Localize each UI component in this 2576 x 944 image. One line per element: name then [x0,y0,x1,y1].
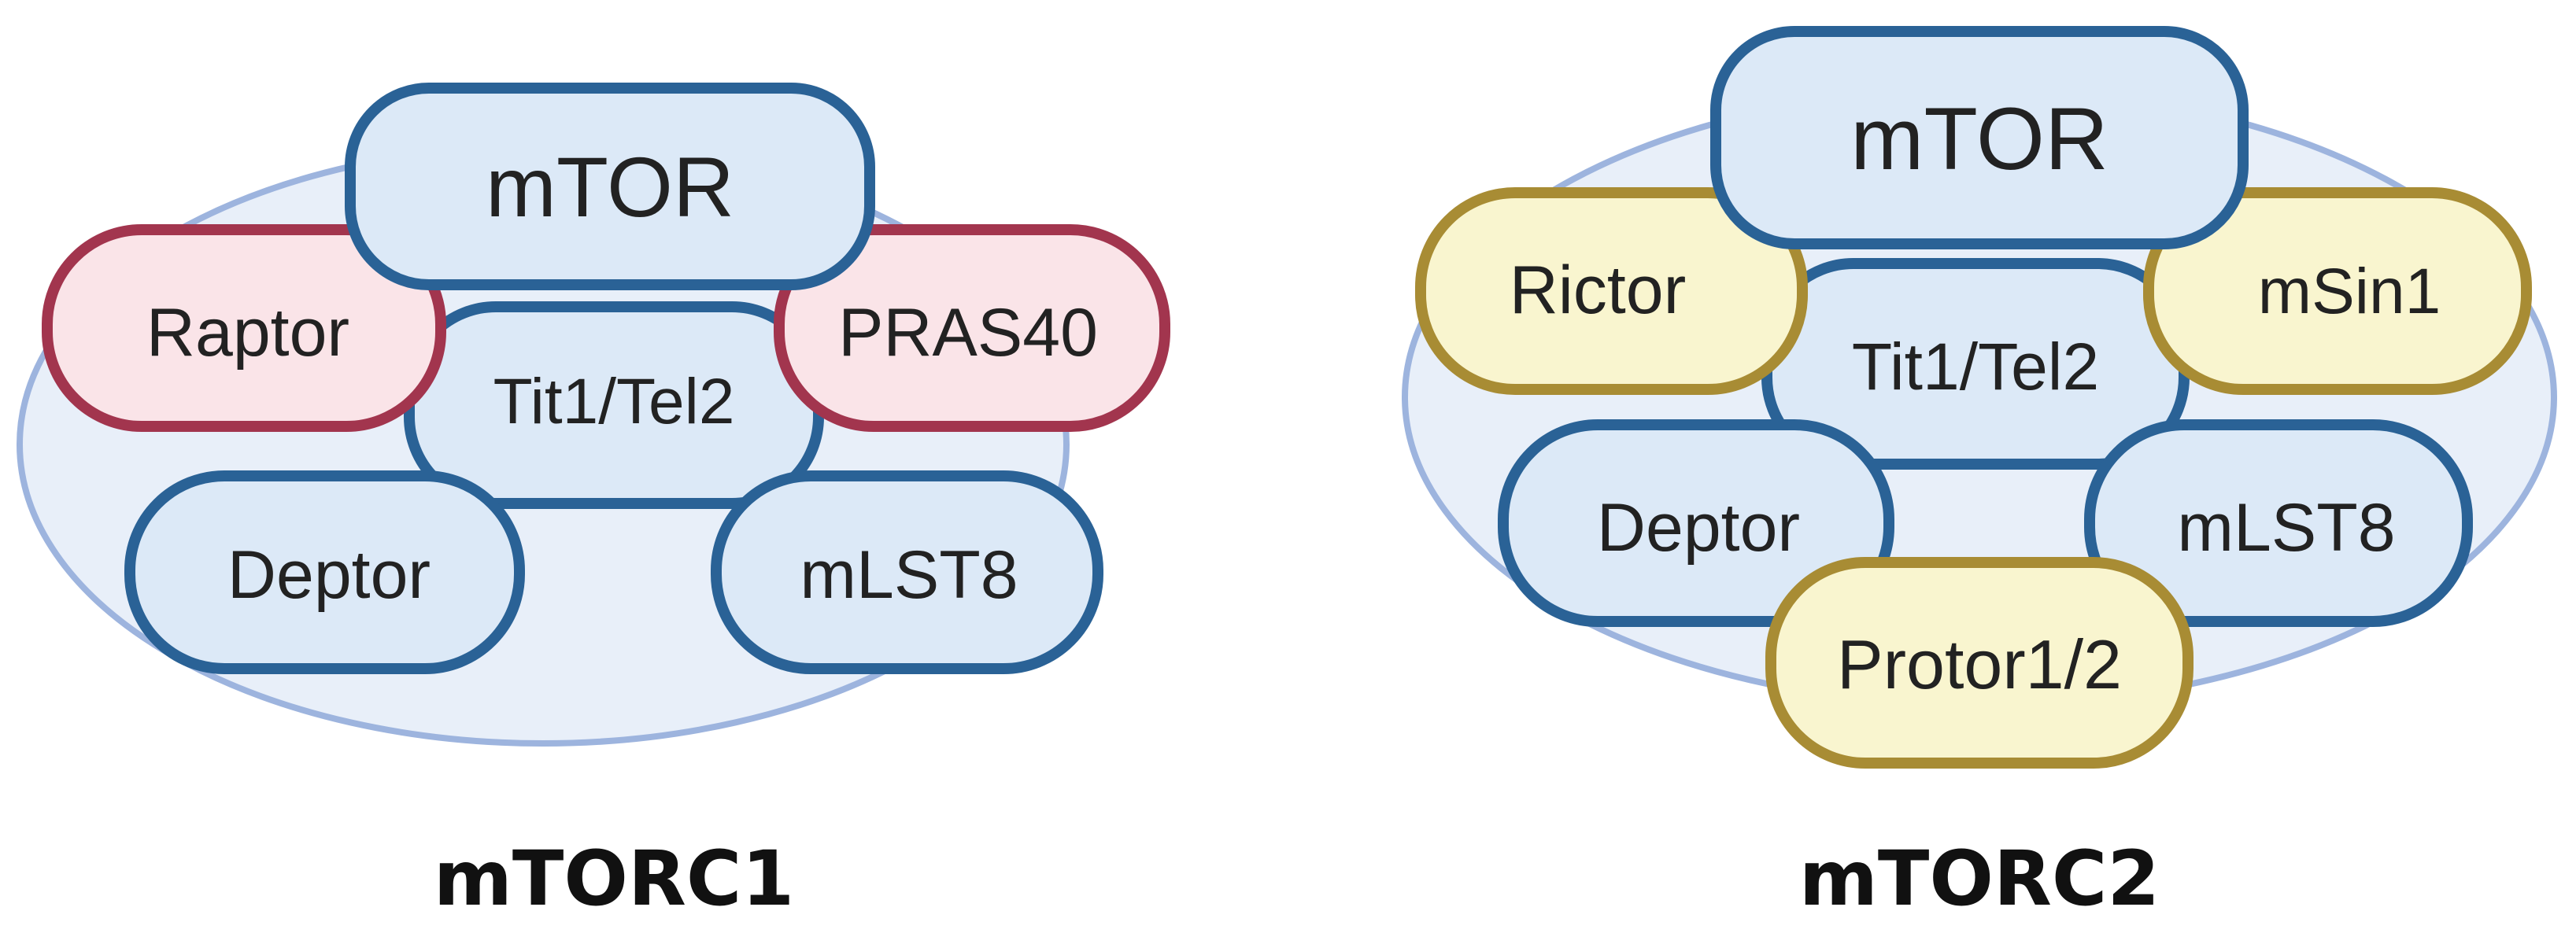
mtorc2-protor-node: Protor1/2 [1765,557,2193,769]
mtorc1-tit1-tel2-label: Tit1/Tel2 [493,366,735,437]
mtorc1-raptor-label: Raptor [146,295,349,371]
mtorc1-mlst8-node: mLST8 [711,470,1103,674]
mtorc2-deptor-label: Deptor [1597,490,1800,566]
mtorc1-deptor-label: Deptor [227,537,431,613]
mtorc2-complex: Tit1/Tel2 Rictor mSin1 mTOR Deptor mLST8 [1402,26,2557,923]
mtorc1-tit1-tel2-node: Tit1/Tel2 [404,301,824,509]
mtorc2-deptor-node: Deptor [1498,419,1894,627]
mtorc2-mtor-node: mTOR [1710,26,2249,249]
mtorc2-mlst8-node: mLST8 [2084,419,2473,627]
mtorc1-pras40-node: PRAS40 [774,224,1170,432]
mtorc1-mlst8-label: mLST8 [800,537,1018,613]
mtorc1-deptor-node: Deptor [124,470,525,674]
mtorc1-mtor-label: mTOR [486,139,734,234]
mtorc2-rictor-label: Rictor [1510,253,1687,328]
mtorc2-caption: mTORC2 [1799,835,2160,923]
mtorc2-protor-label: Protor1/2 [1837,625,2122,703]
mtorc2-msin1-node: mSin1 [2143,187,2532,395]
mtorc1-complex: Tit1/Tel2 Raptor PRAS40 mTOR Deptor mLST… [17,83,1170,923]
mtorc2-mlst8-label: mLST8 [2177,490,2395,566]
mtorc1-mtor-node: mTOR [345,83,875,290]
mtorc1-pras40-label: PRAS40 [838,295,1098,371]
mtorc2-msin1-label: mSin1 [2258,256,2441,327]
mtorc2-rictor-node: Rictor [1415,187,1808,395]
mtorc1-caption: mTORC1 [434,835,794,923]
mtorc2-mtor-label: mTOR [1850,90,2108,188]
mtorc2-tit1-tel2-label: Tit1/Tel2 [1852,330,2099,404]
mtorc1-raptor-node: Raptor [42,224,446,432]
